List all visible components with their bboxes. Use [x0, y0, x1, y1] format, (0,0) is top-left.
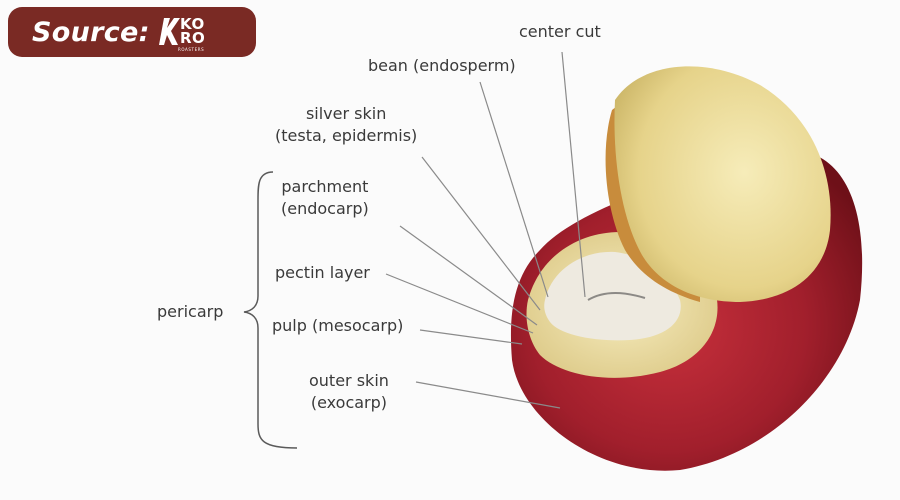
koro-runner-icon: [159, 18, 180, 45]
leader-parchment: [399, 225, 538, 326]
leader-center-cut: [561, 51, 586, 298]
leader-bean: [479, 81, 549, 298]
silver-skin-line2: (testa, epidermis): [275, 126, 418, 145]
label-pericarp: pericarp: [157, 302, 224, 321]
leader-pectin: [385, 273, 534, 334]
source-badge: Source: KO RO ROASTERS: [8, 7, 256, 57]
label-parchment: parchment (endocarp): [281, 176, 369, 220]
outer-skin-line1: outer skin: [309, 371, 389, 390]
label-pulp: pulp (mesocarp): [272, 316, 404, 335]
label-center-cut: center cut: [519, 22, 601, 41]
label-bean: bean (endosperm): [368, 56, 516, 75]
bean-endosperm: [614, 66, 831, 302]
leader-silver-skin: [421, 156, 541, 311]
parchment-line1: parchment: [281, 177, 369, 196]
leader-lines: [385, 51, 586, 409]
outer-skin-line2: (exocarp): [310, 393, 388, 412]
logo-line-ko: KO: [180, 15, 205, 33]
label-silver-skin: silver skin (testa, epidermis): [275, 103, 417, 147]
koro-logo: KO RO ROASTERS: [158, 14, 222, 52]
leader-pulp: [419, 329, 523, 345]
source-label: Source:: [32, 16, 150, 48]
silver-skin-line1: silver skin: [305, 104, 387, 123]
label-pectin: pectin layer: [275, 263, 370, 282]
logo-line-ro: RO: [180, 29, 206, 47]
parchment-line2: (endocarp): [281, 199, 369, 218]
leader-outer-skin: [415, 381, 561, 409]
center-cut-line: [587, 292, 646, 301]
label-outer-skin: outer skin (exocarp): [309, 370, 389, 414]
pericarp-brace: [243, 171, 298, 449]
logo-subtitle: ROASTERS: [178, 47, 205, 52]
